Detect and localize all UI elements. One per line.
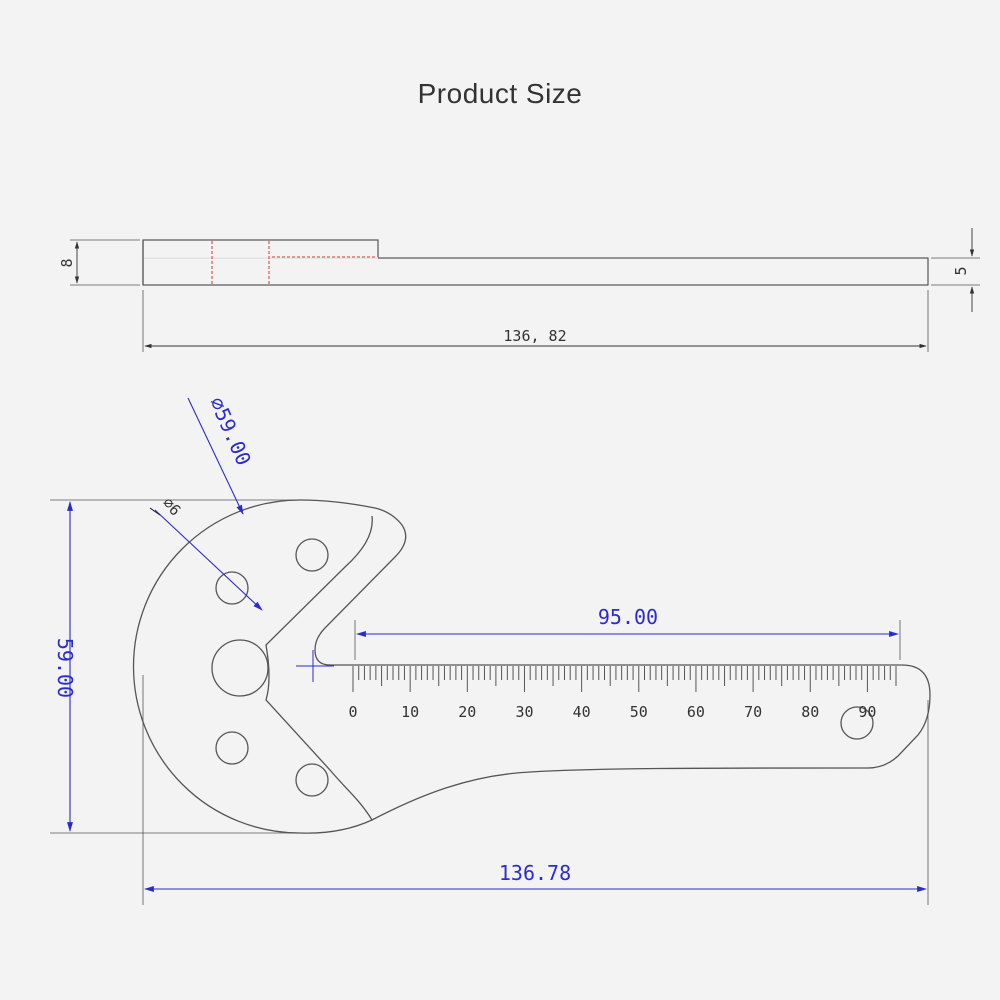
ruler-scale-label: 30	[515, 703, 533, 721]
hole-diameter-leader	[154, 509, 263, 611]
thickness-label: 8	[58, 258, 76, 267]
ruler-ticks	[352, 666, 897, 692]
ruler-scale-label: 60	[687, 703, 705, 721]
inner-v-notch	[265, 515, 373, 821]
ruler-scale-label: 80	[801, 703, 819, 721]
ruler-scale-label: 40	[573, 703, 591, 721]
mounting-hole-3	[215, 731, 249, 765]
center-hole	[211, 639, 269, 697]
mounting-hole-1	[295, 538, 329, 572]
ruler-scale-label: 70	[744, 703, 762, 721]
side-view-raised-head	[142, 239, 379, 259]
scale-length-label: 95.00	[598, 605, 658, 629]
hidden-lines	[211, 241, 377, 284]
end-hole	[840, 706, 874, 740]
total-length-label: 136.78	[499, 861, 571, 885]
wrench-outline	[132, 499, 931, 834]
mounting-hole-4	[295, 763, 329, 797]
height-label: 59.00	[53, 638, 77, 698]
side-view	[70, 228, 980, 352]
side-view-body	[142, 257, 929, 286]
top-view	[50, 499, 931, 905]
ruler-scale-label: 20	[458, 703, 476, 721]
outer-diameter-label: ⌀59.00	[205, 393, 256, 469]
ruler-scale-labels: 0 10 20 30 40 50 60 70 80 90	[348, 703, 876, 721]
outer-diameter-leader	[187, 397, 244, 515]
ruler-scale-label: 0	[348, 703, 357, 721]
ruler-scale-label: 90	[858, 703, 876, 721]
ruler-scale-label: 50	[630, 703, 648, 721]
ruler-scale-label: 10	[401, 703, 419, 721]
mounting-hole-2	[215, 571, 249, 605]
hole-diameter-label: ⌀6	[159, 494, 184, 519]
side-length-label: 136, 82	[503, 327, 566, 345]
tip-thickness-label: 5	[952, 266, 970, 275]
page-title: Product Size	[417, 78, 583, 109]
